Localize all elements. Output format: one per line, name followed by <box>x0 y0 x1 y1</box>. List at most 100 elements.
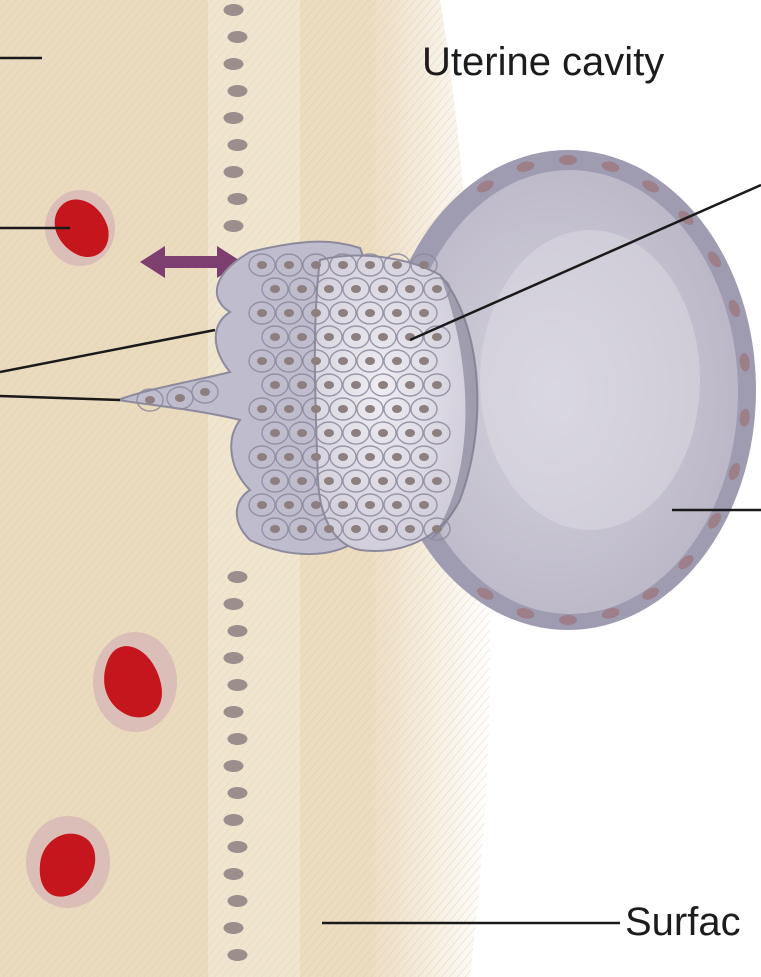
nucleus <box>223 922 243 934</box>
nucleus <box>351 381 361 389</box>
nucleus <box>338 357 348 365</box>
nucleus <box>432 333 442 341</box>
nucleus <box>284 309 294 317</box>
nucleus <box>405 429 415 437</box>
nucleus <box>324 477 334 485</box>
nucleus <box>365 453 375 461</box>
nucleus <box>392 309 402 317</box>
nucleus <box>223 760 243 772</box>
nucleus <box>297 525 307 533</box>
nucleus <box>297 285 307 293</box>
nucleus <box>227 193 247 205</box>
nucleus <box>227 679 247 691</box>
nucleus <box>227 949 247 961</box>
nucleus <box>324 429 334 437</box>
nucleus <box>351 477 361 485</box>
nucleus <box>227 895 247 907</box>
nucleus <box>378 333 388 341</box>
nucleus <box>419 261 429 269</box>
nucleus <box>392 357 402 365</box>
nucleus <box>419 357 429 365</box>
nucleus <box>324 285 334 293</box>
nucleus <box>270 285 280 293</box>
nucleus <box>284 357 294 365</box>
nucleus <box>392 453 402 461</box>
nucleus <box>378 525 388 533</box>
nucleus <box>257 357 267 365</box>
nucleus <box>419 453 429 461</box>
nucleus <box>311 453 321 461</box>
nucleus <box>432 525 442 533</box>
nucleus <box>270 525 280 533</box>
nucleus <box>227 31 247 43</box>
nucleus <box>223 4 243 16</box>
nucleus <box>338 501 348 509</box>
nucleus <box>324 333 334 341</box>
nucleus <box>405 285 415 293</box>
nucleus <box>432 477 442 485</box>
nucleus <box>257 261 267 269</box>
nucleus <box>338 309 348 317</box>
nucleus <box>405 381 415 389</box>
nucleus <box>227 625 247 637</box>
nucleus <box>311 357 321 365</box>
nucleus <box>227 139 247 151</box>
blood-vessel-3 <box>26 816 110 908</box>
nucleus <box>270 381 280 389</box>
nucleus <box>432 381 442 389</box>
nucleus <box>392 261 402 269</box>
nucleus <box>284 405 294 413</box>
nucleus <box>419 309 429 317</box>
nucleus <box>284 261 294 269</box>
nucleus <box>365 501 375 509</box>
nucleus <box>175 394 185 402</box>
nucleus <box>284 501 294 509</box>
nucleus <box>270 333 280 341</box>
nucleus <box>284 453 294 461</box>
nucleus <box>257 405 267 413</box>
nucleus <box>223 652 243 664</box>
nucleus <box>223 868 243 880</box>
nucleus <box>351 525 361 533</box>
nucleus <box>378 285 388 293</box>
nucleus <box>324 381 334 389</box>
nucleus <box>351 429 361 437</box>
nucleus <box>227 85 247 97</box>
nucleus <box>365 357 375 365</box>
nucleus <box>227 841 247 853</box>
nucleus <box>200 388 210 396</box>
nucleus <box>257 501 267 509</box>
surface-label: Surfac <box>625 902 741 942</box>
nucleus <box>223 112 243 124</box>
nucleus <box>378 429 388 437</box>
nucleus <box>311 261 321 269</box>
nucleus <box>145 396 155 404</box>
nucleus <box>270 429 280 437</box>
blood-vessel-2 <box>93 632 177 732</box>
uterine-cavity-label: Uterine cavity <box>422 42 664 82</box>
nucleus <box>227 787 247 799</box>
nucleus <box>223 220 243 232</box>
nucleus <box>378 477 388 485</box>
nucleus <box>297 477 307 485</box>
nucleus <box>297 333 307 341</box>
nucleus <box>223 814 243 826</box>
nucleus <box>227 733 247 745</box>
nucleus <box>419 405 429 413</box>
nucleus <box>432 285 442 293</box>
nucleus <box>338 453 348 461</box>
nucleus <box>419 501 429 509</box>
nucleus <box>270 477 280 485</box>
nucleus <box>338 261 348 269</box>
nucleus <box>351 285 361 293</box>
nucleus <box>257 453 267 461</box>
nucleus <box>311 501 321 509</box>
nucleus <box>405 525 415 533</box>
nucleus <box>392 501 402 509</box>
nucleus <box>223 166 243 178</box>
nucleus <box>559 155 577 165</box>
nucleus <box>405 477 415 485</box>
nucleus <box>559 615 577 625</box>
nucleus <box>365 261 375 269</box>
